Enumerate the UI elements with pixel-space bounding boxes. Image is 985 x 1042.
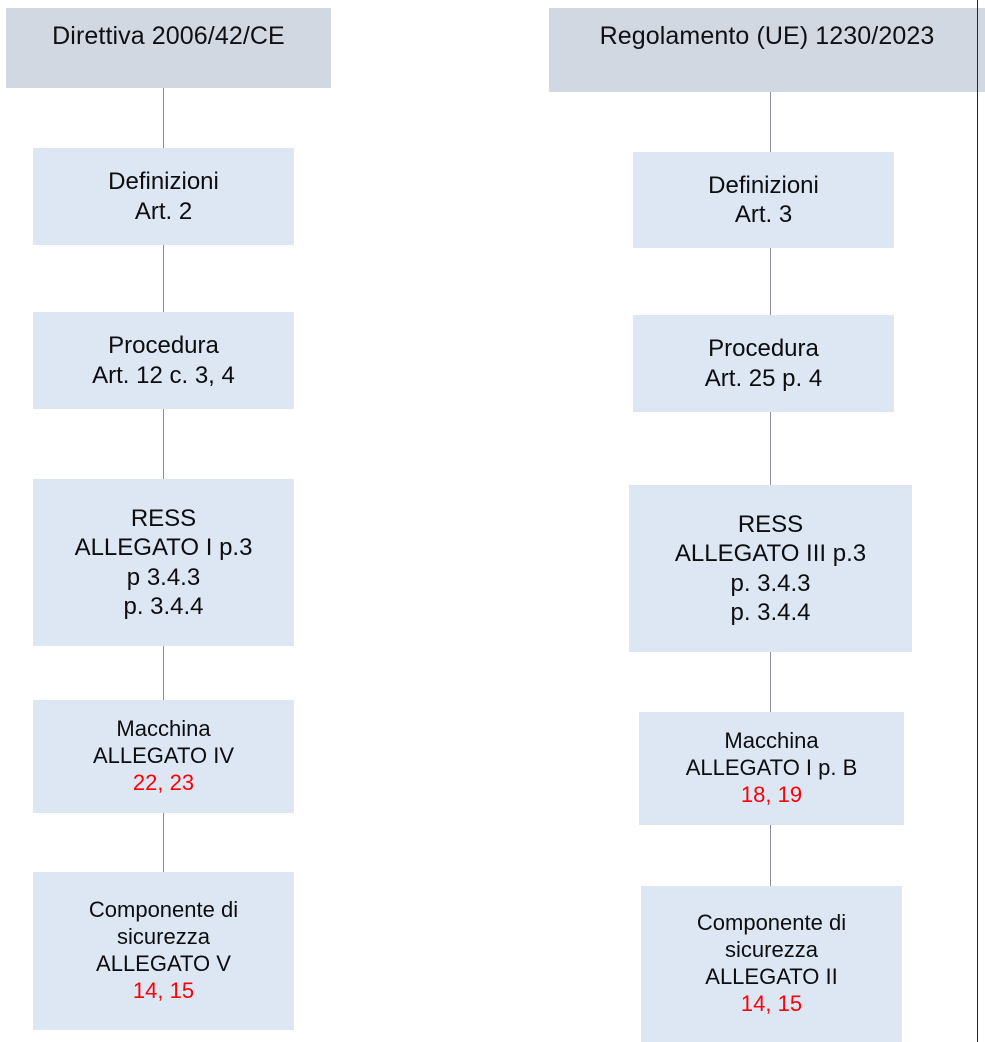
header-label: Direttiva 2006/42/CE [52, 22, 285, 50]
node-text-line-highlight: 14, 15 [132, 977, 195, 1003]
node-text-line: Definizioni [108, 168, 219, 196]
node-text-line: p. 3.4.3 [730, 569, 811, 597]
node-text-line: p 3.4.3 [126, 563, 201, 591]
node-text-line: Procedura [708, 335, 819, 363]
node-text-line: sicurezza [725, 937, 818, 963]
node-text-line-highlight: 14, 15 [740, 990, 803, 1016]
slide-right-border [977, 0, 978, 1042]
node-text-line: Componente di [696, 910, 847, 936]
node-text-line: ALLEGATO V [96, 951, 231, 976]
node-text-line: Art. 25 p. 4 [704, 364, 823, 392]
node-text-line: p. 3.4.4 [123, 592, 204, 620]
header-label: Regolamento (UE) 1230/2023 [599, 22, 935, 50]
node-text-line: Art. 3 [734, 201, 793, 228]
node-text-line: Macchina [724, 728, 819, 754]
node-text-line: Procedura [108, 332, 219, 360]
header-regolamento[interactable]: Regolamento (UE) 1230/2023 [549, 8, 985, 92]
node-text-line: p. 3.4.4 [730, 598, 811, 626]
node-text-line: sicurezza [117, 924, 210, 950]
header-direttiva[interactable]: Direttiva 2006/42/CE [6, 8, 331, 88]
node-text-line-highlight: 22, 23 [132, 769, 195, 795]
node-text-line: ALLEGATO IV [92, 743, 235, 769]
node-text-line: Art. 12 c. 3, 4 [92, 361, 235, 389]
node-text-line: Componente di [88, 897, 239, 923]
node-text-line: Macchina [116, 716, 211, 742]
node-text-line: Definizioni [708, 171, 819, 199]
node-text-line: Art. 2 [134, 197, 193, 225]
node-text-line-highlight: 18, 19 [740, 781, 803, 807]
node-text-line: RESS [737, 510, 804, 538]
node-text-line: ALLEGATO I p.3 [74, 534, 253, 562]
node-text-line: ALLEGATO II [705, 964, 838, 989]
node-text-line: ALLEGATO I p. B [685, 755, 858, 781]
node-text-line: ALLEGATO III p.3 [674, 540, 867, 568]
node-text-line: RESS [130, 504, 197, 532]
